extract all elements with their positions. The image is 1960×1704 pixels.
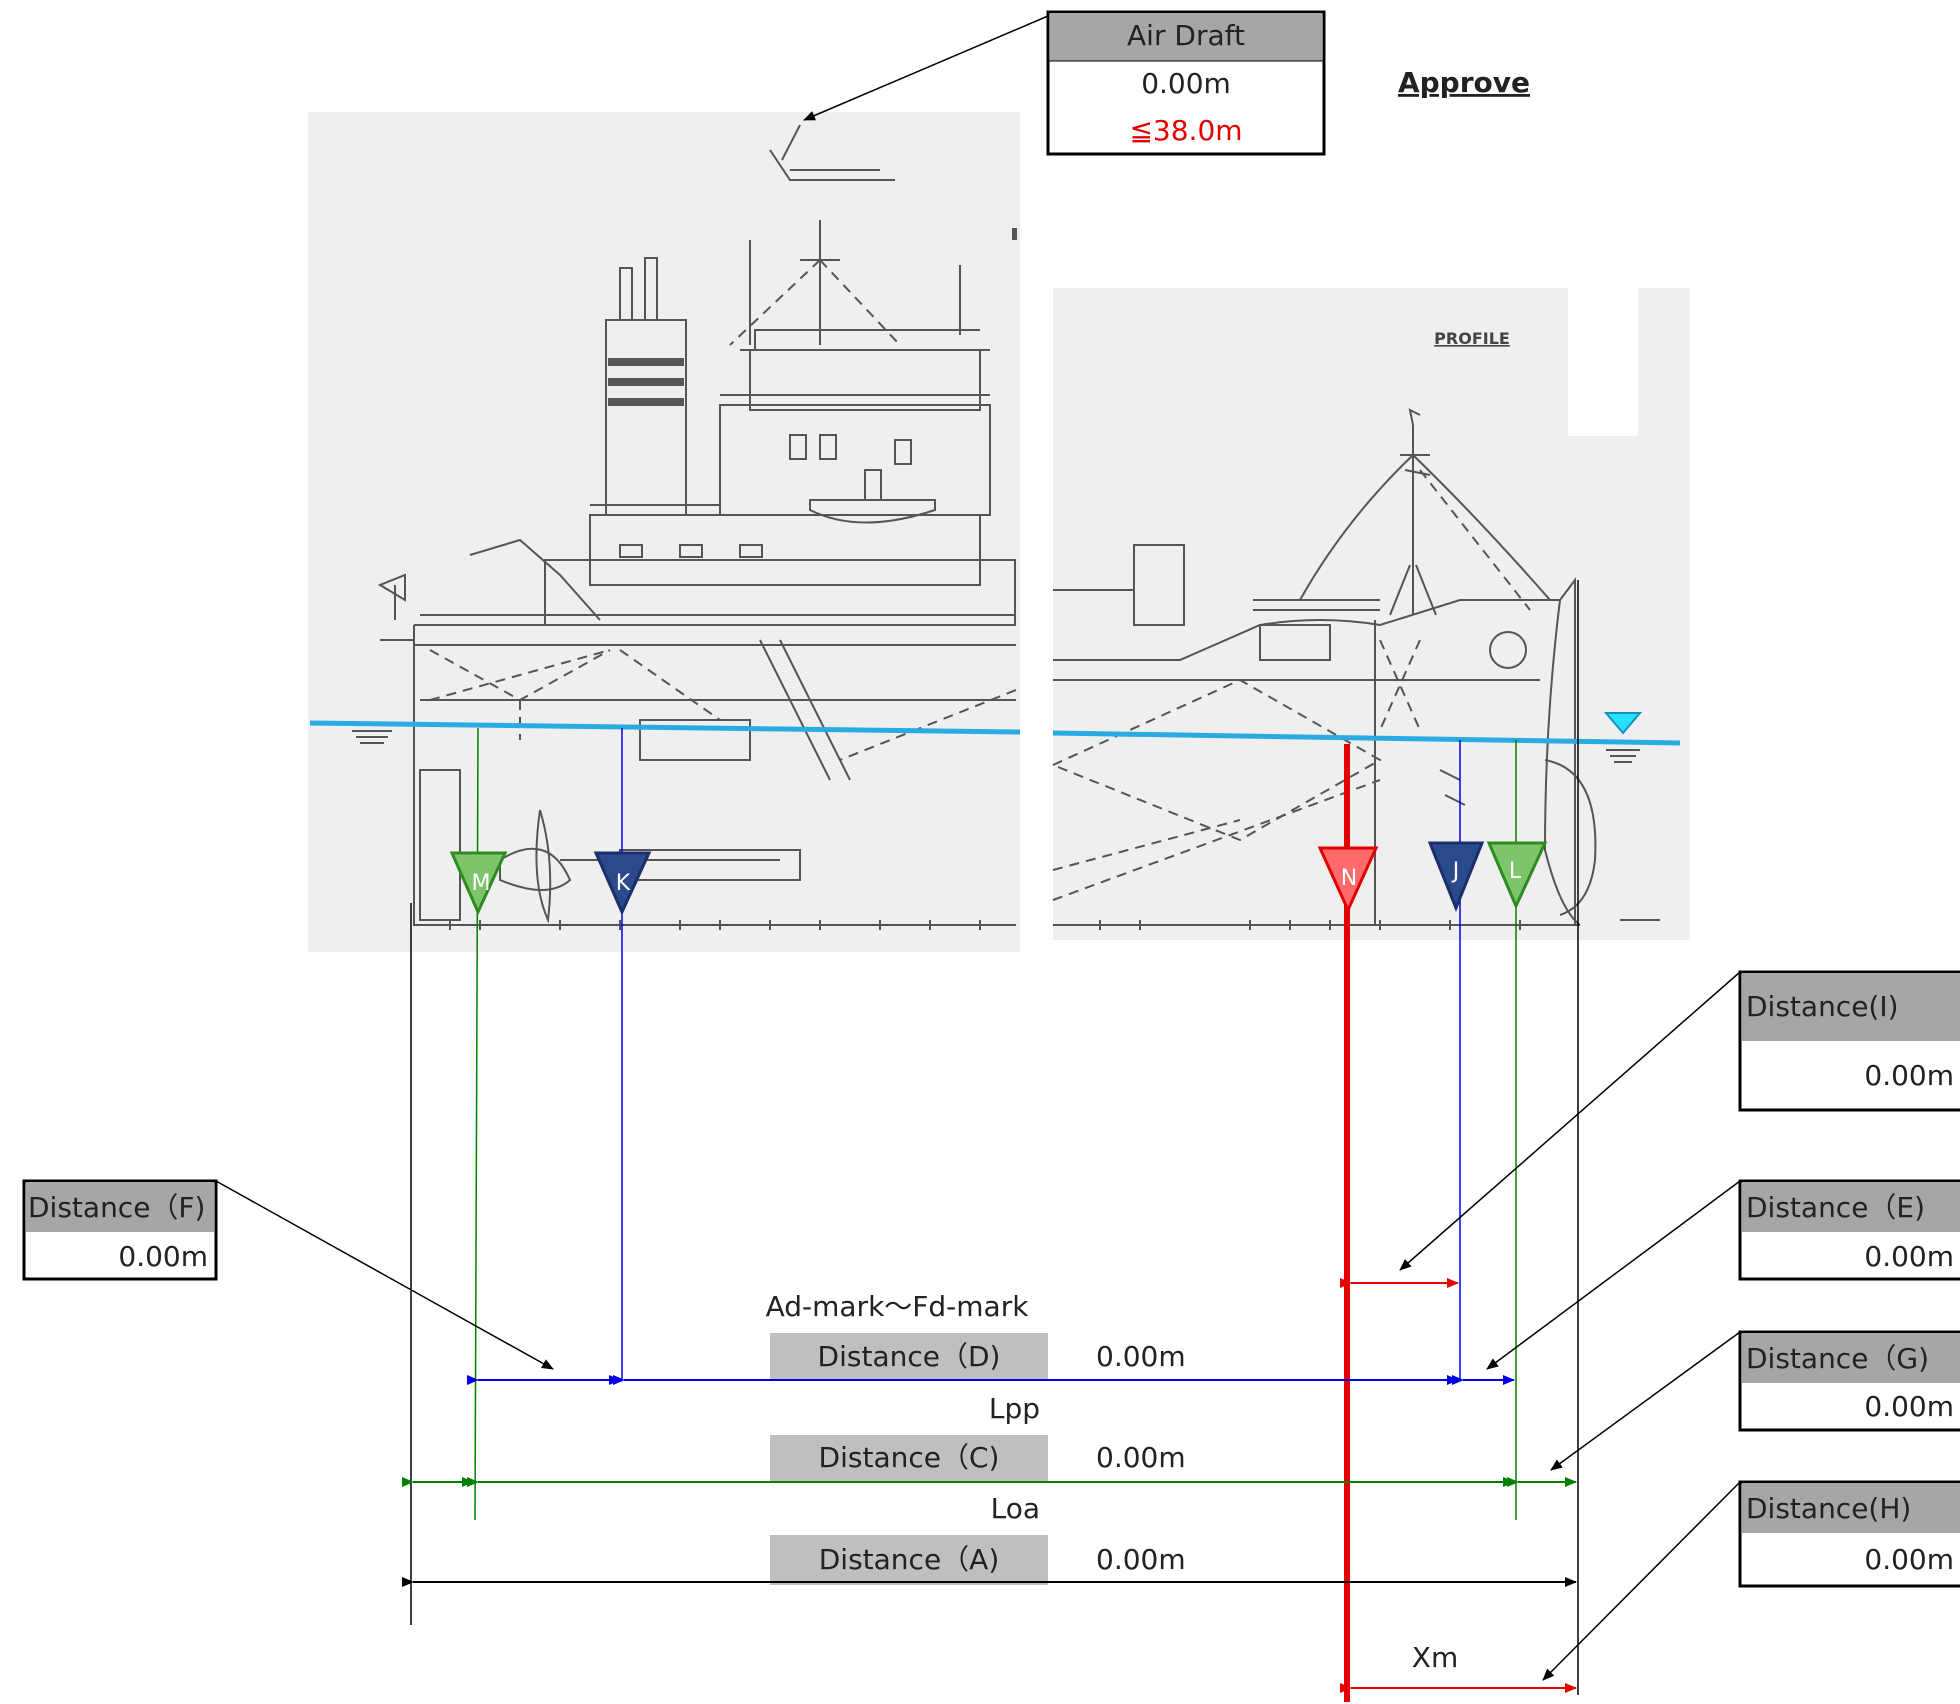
draft-marks: M K N J L [449,841,1548,916]
distance-h-leader [1542,1481,1741,1681]
distance-i-title: Distance(I) [1746,990,1899,1023]
air-draft-box: Air Draft 0.00m ≦38.0m [1046,10,1326,156]
draft-mark-j: J [1427,841,1485,913]
air-draft-title: Air Draft [1127,19,1245,52]
dimension-c: Lpp Distance（C) 0.00m [402,1392,1577,1487]
ship-drawing-aft [308,112,1020,952]
distance-h-box: Distance(H) 0.00m [1738,1480,1960,1588]
distance-f-box: Distance（F) 0.00m [22,1179,218,1281]
dimension-x-caption: Xm [1412,1641,1458,1674]
air-draft-value: 0.00m [1141,67,1231,100]
mark-l-label: L [1509,859,1522,884]
draft-mark-k: K [593,851,652,916]
distance-i-leader [1399,971,1741,1271]
draft-mark-n: N [1317,846,1379,914]
distance-e-leader [1486,1180,1741,1370]
dimension-d-caption: Ad-mark～Fd-mark [766,1290,1030,1323]
dimension-a-label: Distance（A) [819,1543,1000,1576]
dimension-c-caption: Lpp [989,1392,1040,1425]
approve-link[interactable]: Approve [1398,66,1530,99]
air-draft-limit: ≦38.0m [1129,114,1242,147]
distance-g-value: 0.00m [1864,1390,1954,1423]
distance-g-title: Distance（G) [1746,1342,1929,1375]
dimension-a-caption: Loa [991,1492,1040,1525]
mark-j-triangle [1427,841,1485,913]
mark-j-label: J [1451,859,1460,884]
waterline [309,712,1681,746]
mark-n-label: N [1341,866,1357,891]
distance-g-leader [1550,1331,1741,1471]
distance-e-box: Distance（E) 0.00m [1738,1179,1960,1281]
distance-g-box: Distance（G) 0.00m [1738,1330,1960,1432]
dimension-a-value: 0.00m [1096,1543,1186,1576]
distance-f-title: Distance（F) [28,1191,205,1224]
distance-i-box: Distance(I) 0.00m [1738,970,1960,1112]
dimension-c-label: Distance（C) [819,1441,1000,1474]
waterline-marker-icon [1603,712,1643,735]
distance-f-leader [215,1180,554,1370]
mark-n-triangle [1317,846,1379,914]
profile-label: PROFILE [1434,329,1510,348]
distance-i-value: 0.00m [1864,1059,1954,1092]
dimension-x: Xm [1340,1641,1577,1693]
mark-m-triangle [449,851,508,916]
distance-e-value: 0.00m [1864,1240,1954,1273]
dimension-d: Ad-mark～Fd-mark Distance（D) 0.00m [467,1290,1515,1385]
mark-k-label: K [616,871,631,896]
distance-e-title: Distance（E) [1746,1191,1925,1224]
ship-drawing-bow: PROFILE [1050,288,1690,940]
dimension-a: Loa Distance（A) 0.00m [402,1492,1577,1587]
draft-mark-l: L [1486,841,1548,910]
draft-mark-m: M [449,851,508,916]
distance-h-title: Distance(H) [1746,1492,1911,1525]
mark-k-triangle [593,851,652,916]
dimension-d-label: Distance（D) [818,1340,1001,1373]
mark-l-triangle [1486,841,1548,910]
dimension-d-value: 0.00m [1096,1340,1186,1373]
distance-f-value: 0.00m [118,1240,208,1273]
mark-m-label: M [472,871,491,896]
air-draft-leader [803,15,1049,121]
dimension-c-value: 0.00m [1096,1441,1186,1474]
distance-h-value: 0.00m [1864,1543,1954,1576]
